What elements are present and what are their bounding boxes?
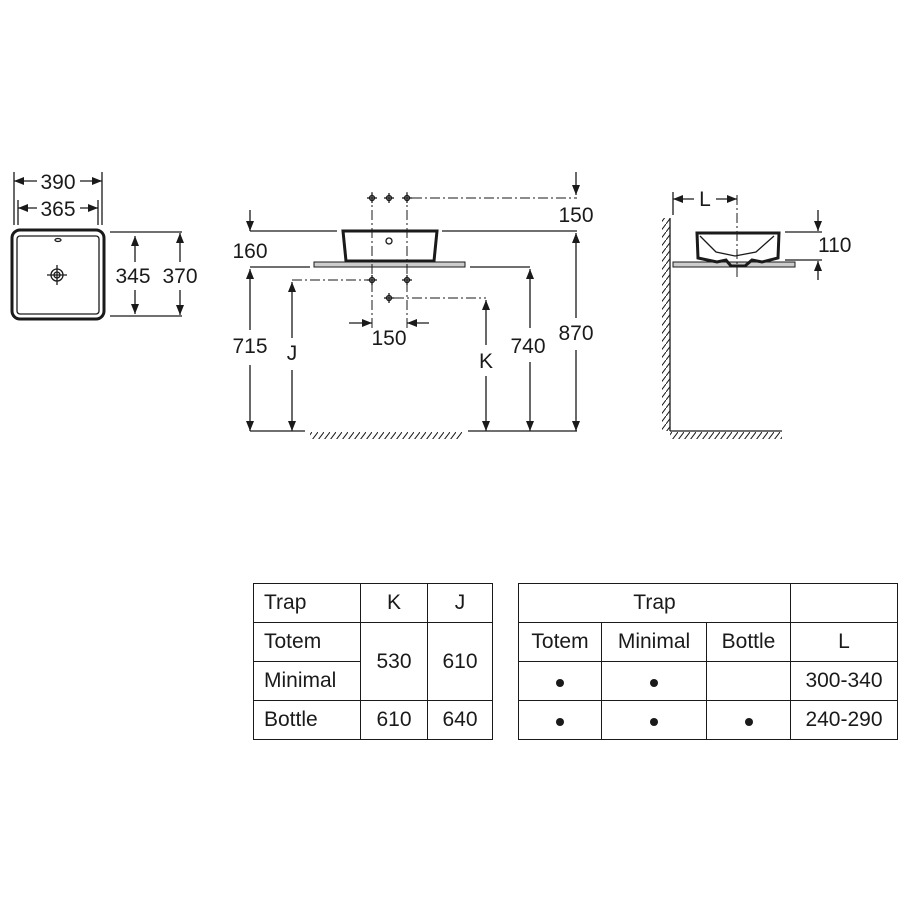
- cell-l: 240-290: [790, 700, 898, 740]
- overflow-icon: [54, 237, 62, 243]
- countertop: [313, 261, 466, 268]
- header-k: K: [360, 583, 428, 623]
- cell-j-bottle: 640: [427, 700, 493, 740]
- cell-totem: [518, 661, 602, 701]
- dot-icon: [650, 679, 658, 687]
- cell-j-merged: 610: [427, 622, 493, 701]
- subheader-minimal: Minimal: [601, 622, 707, 662]
- cell-k-merged: 530: [360, 622, 428, 701]
- header-trap: Trap: [253, 583, 361, 623]
- dim-tap-height: 150: [558, 204, 593, 227]
- dot-icon: [650, 718, 658, 726]
- header-trap: Trap: [518, 583, 791, 623]
- basin-front: [341, 229, 439, 263]
- dim-l: L: [699, 188, 711, 211]
- side-view: L 110: [662, 188, 851, 439]
- row-trap-totem: Totem: [253, 622, 361, 662]
- dim-tap-spacing: 150: [371, 327, 406, 350]
- dim-counter-715: 715: [232, 335, 267, 358]
- basin-side: [695, 231, 781, 268]
- dim-basin-height: 160: [232, 240, 267, 263]
- row-trap-bottle: Bottle: [253, 700, 361, 740]
- dim-side-depth: 110: [818, 234, 851, 257]
- cell-minimal: [601, 661, 707, 701]
- cell-minimal: [601, 700, 707, 740]
- projection-table: Trap Totem Minimal Bottle L 300-340 240-…: [518, 583, 898, 740]
- dim-870: 870: [558, 322, 593, 345]
- drain-icon: [47, 265, 67, 285]
- subheader-totem: Totem: [518, 622, 602, 662]
- cell-totem: [518, 700, 602, 740]
- cell-k-bottle: 610: [360, 700, 428, 740]
- dim-j: J: [287, 342, 298, 365]
- front-view: 160 715 J 150 K 740 870 150: [232, 172, 594, 439]
- dim-depth-inner: 345: [115, 265, 150, 288]
- top-view: 390 365 345 370: [10, 171, 198, 321]
- subheader-bottle: Bottle: [706, 622, 791, 662]
- dim-depth-outer: 370: [162, 265, 197, 288]
- cell-bottle: [706, 700, 791, 740]
- cell-l: 300-340: [790, 661, 898, 701]
- header-j: J: [427, 583, 493, 623]
- row-trap-minimal: Minimal: [253, 661, 361, 701]
- basin-outline-outer: [10, 228, 106, 321]
- dot-icon: [556, 718, 564, 726]
- dim-740: 740: [510, 335, 545, 358]
- header-empty: [790, 583, 898, 623]
- dim-width-inner: 365: [40, 198, 75, 221]
- dim-width-outer: 390: [40, 171, 75, 194]
- dot-icon: [744, 718, 753, 726]
- trap-height-table: Trap K J Totem 530 610 Minimal Bottle 61…: [253, 583, 493, 740]
- floor-hatch: [310, 432, 462, 439]
- dim-k: K: [479, 350, 493, 373]
- cell-bottle: [706, 661, 791, 701]
- dot-icon: [556, 679, 564, 687]
- subheader-l: L: [790, 622, 898, 662]
- basin-outline-inner: [16, 235, 100, 315]
